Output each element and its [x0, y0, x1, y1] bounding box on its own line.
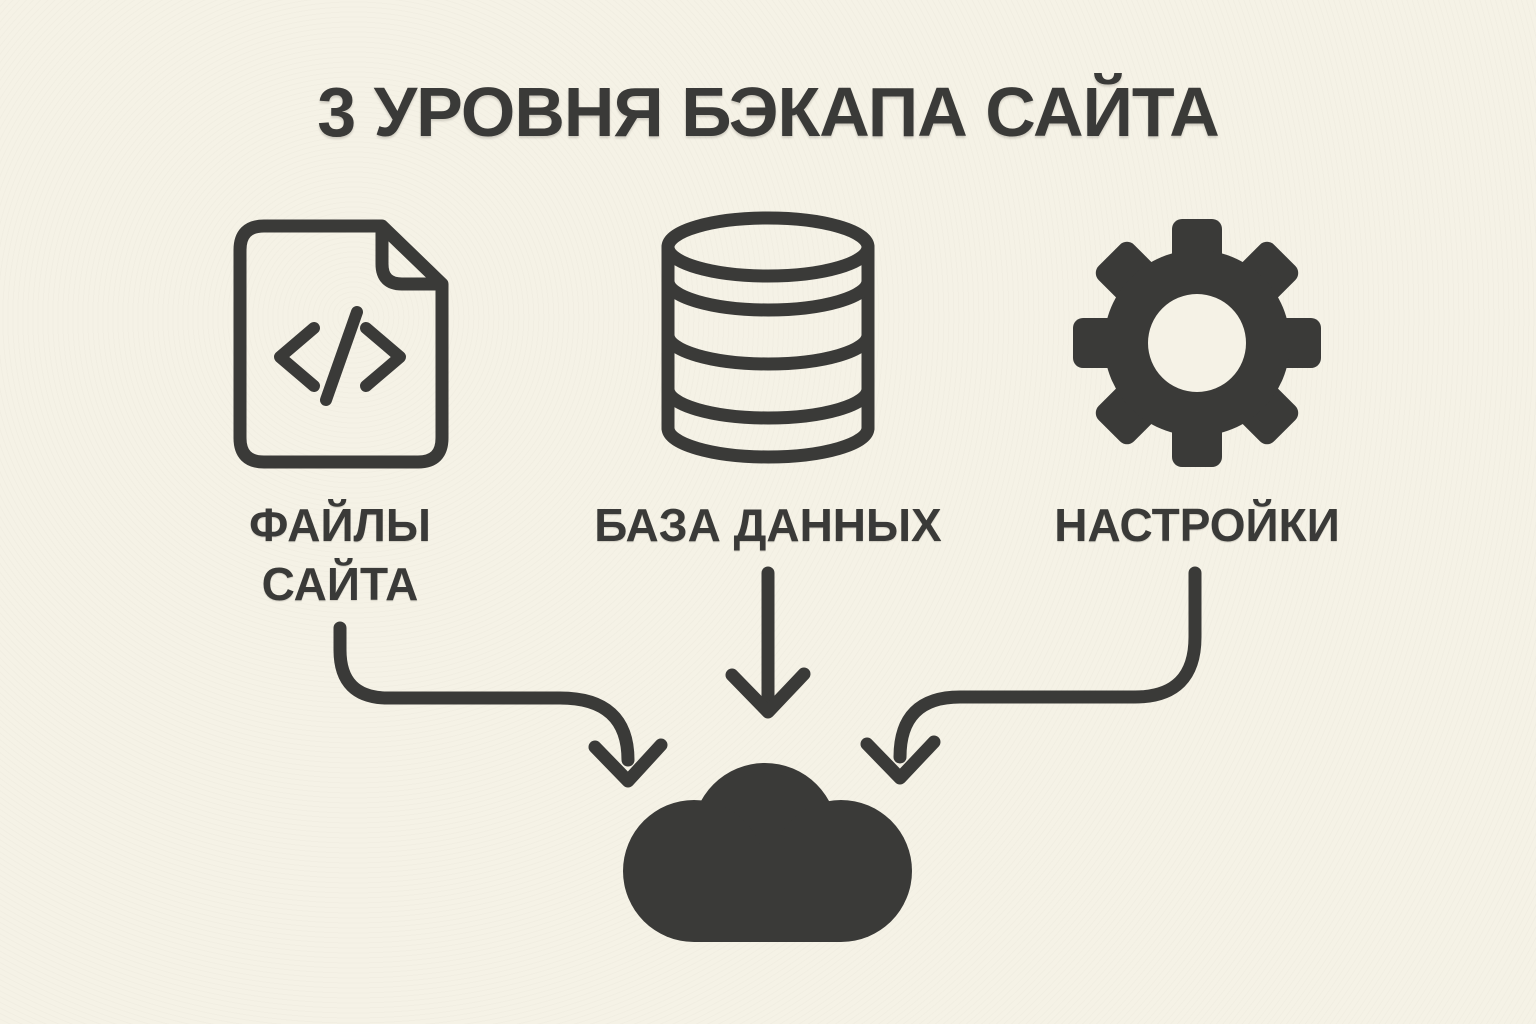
gear-hole: [1148, 294, 1246, 392]
label-database: БАЗА ДАННЫХ: [594, 499, 942, 551]
gear-icon: [1073, 219, 1321, 467]
database-icon: [661, 211, 875, 464]
label-site-files: ФАЙЛЫ САЙТА: [249, 499, 431, 610]
cloud-icon: [623, 763, 912, 942]
label-settings: НАСТРОЙКИ: [1054, 499, 1340, 551]
code-file-icon: [233, 219, 449, 469]
arrow-settings-to-cloud: [860, 566, 1202, 785]
arrow-files-to-cloud: [333, 621, 668, 788]
page-title: 3 УРОВНЯ БЭКАПА САЙТА: [317, 73, 1220, 151]
arrow-database-to-cloud: [725, 566, 811, 719]
